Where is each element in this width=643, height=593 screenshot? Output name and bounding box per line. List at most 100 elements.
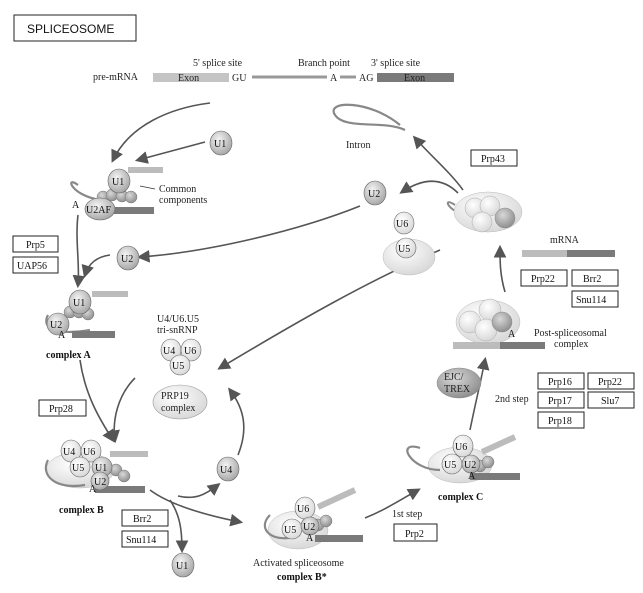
svg-text:U2: U2	[464, 460, 476, 471]
mrna-label: mRNA	[550, 235, 580, 246]
svg-text:U2: U2	[368, 189, 380, 200]
complex-b-label: complex B	[59, 505, 104, 516]
complex-c: U6 U5 U2 A complex C	[406, 434, 520, 503]
svg-text:U5: U5	[284, 525, 296, 536]
complex-b-star-label: complex B*	[277, 572, 327, 583]
svg-text:Prp5: Prp5	[26, 240, 45, 251]
svg-text:TREX: TREX	[444, 384, 471, 395]
mrna-product: mRNA	[522, 235, 615, 257]
complex-b: U4 U6 U5 U1 U2 A complex B	[44, 439, 148, 516]
svg-text:Slu7: Slu7	[601, 396, 619, 407]
svg-text:U2: U2	[121, 254, 133, 265]
complex-a: U1 U2 A complex A	[45, 289, 128, 361]
complex-a-label: complex A	[46, 350, 91, 361]
svg-text:Prp2: Prp2	[405, 529, 424, 540]
u2-released: U2	[363, 180, 387, 206]
u1-released: U1	[171, 552, 195, 578]
ejc-trex: EJC/ TREX	[436, 367, 482, 399]
svg-text:Common: Common	[159, 184, 196, 195]
slu7-box: Slu7	[587, 391, 635, 409]
svg-text:A: A	[58, 330, 66, 341]
svg-text:U4: U4	[63, 447, 75, 458]
prp17-box: Prp17	[537, 391, 585, 409]
svg-text:U1: U1	[73, 298, 85, 309]
step1-label: 1st step	[392, 509, 422, 520]
u1-free-top: U1	[209, 130, 233, 156]
complex-b-star: U6 U5 U2 A Activated spliceosome complex…	[253, 487, 363, 583]
u6-u5-released: U6 U5	[382, 211, 436, 276]
svg-text:Brr2: Brr2	[133, 514, 151, 525]
u4-released: U4	[216, 456, 240, 482]
svg-text:EJC/: EJC/	[444, 372, 464, 383]
svg-text:PRP19: PRP19	[161, 391, 189, 402]
svg-text:U2AF: U2AF	[86, 205, 111, 216]
site3-label: 3' splice site	[371, 58, 421, 69]
brr2-m-box: Brr2	[571, 269, 619, 287]
premrna-label: pre-mRNA	[93, 72, 139, 83]
svg-text:U2: U2	[50, 320, 62, 331]
svg-text:complex: complex	[161, 403, 195, 414]
snu114-m-box: Snu114	[571, 290, 619, 308]
svg-text:A: A	[508, 329, 516, 340]
svg-text:UAP56: UAP56	[17, 261, 47, 272]
svg-text:U2: U2	[94, 477, 106, 488]
svg-text:U5: U5	[398, 244, 410, 255]
exon-right	[377, 73, 454, 82]
svg-text:U2: U2	[303, 522, 315, 533]
page-title: SPLICEOSOME	[27, 22, 114, 36]
svg-text:U6: U6	[455, 442, 467, 453]
svg-text:components: components	[159, 195, 207, 206]
intron-label: Intron	[346, 140, 370, 151]
prp19-complex: PRP19 complex	[152, 384, 208, 420]
svg-text:U1: U1	[176, 561, 188, 572]
branch-a-label: A	[330, 73, 338, 84]
svg-text:Prp43: Prp43	[481, 154, 505, 165]
svg-text:U5: U5	[172, 361, 184, 372]
svg-text:U6: U6	[83, 447, 95, 458]
svg-text:Brr2: Brr2	[583, 274, 601, 285]
svg-text:A: A	[72, 200, 80, 211]
svg-text:Snu114: Snu114	[576, 295, 606, 306]
prp5-box: Prp5	[12, 235, 59, 253]
prp43-box: Prp43	[470, 149, 518, 167]
title-box: SPLICEOSOME	[13, 14, 137, 42]
exon-right-label: Exon	[404, 73, 425, 84]
svg-text:Post-spliceosomal: Post-spliceosomal	[534, 328, 607, 339]
svg-text:U5: U5	[72, 463, 84, 474]
svg-text:U5: U5	[444, 460, 456, 471]
intron-lariat: Intron	[332, 103, 406, 151]
svg-text:A: A	[468, 471, 476, 482]
snu114-box: Snu114	[121, 530, 169, 548]
svg-text:tri-snRNP: tri-snRNP	[157, 325, 198, 336]
exon-left	[153, 73, 229, 82]
prp18-box: Prp18	[537, 411, 585, 429]
prp28-box: Prp28	[38, 399, 87, 417]
u2-free-left: U2	[116, 245, 140, 271]
svg-text:U6: U6	[396, 219, 408, 230]
ils-complex	[446, 191, 523, 233]
svg-text:U4: U4	[163, 346, 175, 357]
brr2-box: Brr2	[121, 509, 169, 527]
prp22-c-box: Prp22	[587, 372, 635, 390]
svg-text:Prp22: Prp22	[598, 377, 622, 388]
post-spliceosomal-complex: A Post-spliceosomal complex	[453, 298, 607, 350]
svg-text:U4/U6.U5: U4/U6.U5	[157, 314, 199, 325]
svg-text:U1: U1	[112, 177, 124, 188]
svg-text:complex: complex	[554, 339, 588, 350]
tri-snrnp: U4/U6.U5 tri-snRNP U4 U6 U5	[157, 314, 202, 376]
svg-text:U4: U4	[220, 465, 232, 476]
site5-label: 5' splice site	[193, 58, 243, 69]
prp2-box: Prp2	[393, 523, 438, 542]
complex-c-label: complex C	[438, 492, 483, 503]
step2-label: 2nd step	[495, 394, 529, 405]
uap56-box: UAP56	[12, 256, 59, 274]
branch-label: Branch point	[298, 58, 350, 69]
exon-left-label: Exon	[178, 73, 199, 84]
svg-text:Prp22: Prp22	[531, 274, 555, 285]
pre-mrna: pre-mRNA Exon GU A AG Exon 5' splice sit…	[93, 58, 454, 84]
svg-text:Prp17: Prp17	[548, 396, 572, 407]
svg-text:U1: U1	[214, 139, 226, 150]
svg-text:Prp28: Prp28	[49, 404, 73, 415]
prp22-m-box: Prp22	[520, 269, 568, 287]
